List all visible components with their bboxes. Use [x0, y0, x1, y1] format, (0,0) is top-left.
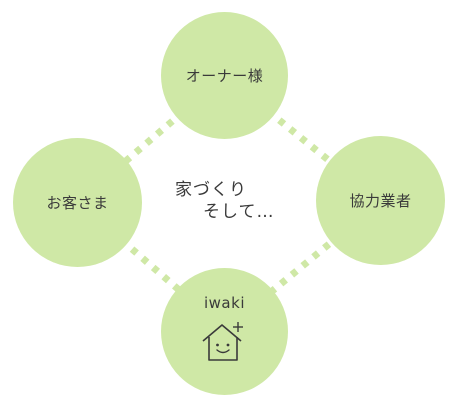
center-caption-line1: 家づくり — [175, 180, 247, 200]
node-iwaki: iwaki — [161, 268, 288, 395]
center-caption-line2: そして… — [203, 202, 275, 222]
node-partner: 協力業者 — [316, 136, 445, 265]
node-partner-label: 協力業者 — [349, 192, 412, 210]
node-iwaki-label: iwaki — [204, 293, 245, 312]
center-caption: 家づくり そして… — [175, 179, 325, 223]
node-customer: お客さま — [13, 138, 142, 267]
node-owner-label: オーナー様 — [185, 67, 264, 85]
node-owner: オーナー様 — [161, 12, 288, 139]
smiling-house-icon — [201, 321, 243, 361]
node-customer-label: お客さま — [46, 194, 109, 212]
